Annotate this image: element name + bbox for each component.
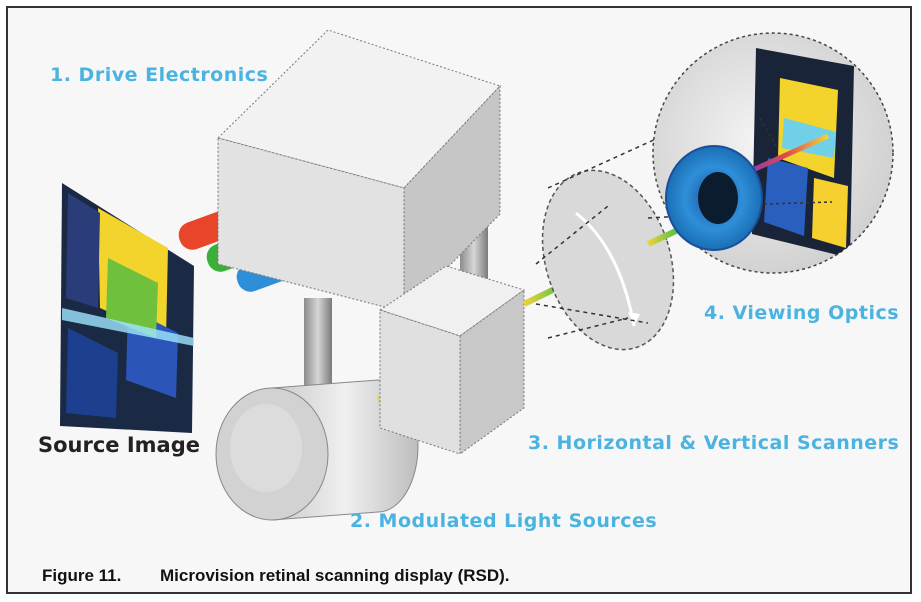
source-image-panel xyxy=(60,183,194,433)
label-viewing-optics: 4. Viewing Optics xyxy=(704,302,900,324)
scanning-mirror xyxy=(541,169,675,351)
label-drive-electronics: 1. Drive Electronics xyxy=(50,64,269,86)
label-source-image: Source Image xyxy=(38,433,201,457)
caption-text: Microvision retinal scanning display (RS… xyxy=(160,566,510,585)
label-scanners: 3. Horizontal & Vertical Scanners xyxy=(528,432,900,454)
drive-electronics-box xyxy=(217,29,501,314)
eye-illustration xyxy=(652,32,894,274)
label-modulated-light-sources: 2. Modulated Light Sources xyxy=(350,510,658,532)
figure-caption: Figure 11. Microvision retinal scanning d… xyxy=(42,566,510,586)
rsd-diagram xyxy=(60,29,894,521)
caption-number: Figure 11. xyxy=(42,566,122,585)
scanner-box xyxy=(378,265,526,455)
figure-frame: 1. Drive Electronics 2. Modulated Light … xyxy=(6,6,912,594)
